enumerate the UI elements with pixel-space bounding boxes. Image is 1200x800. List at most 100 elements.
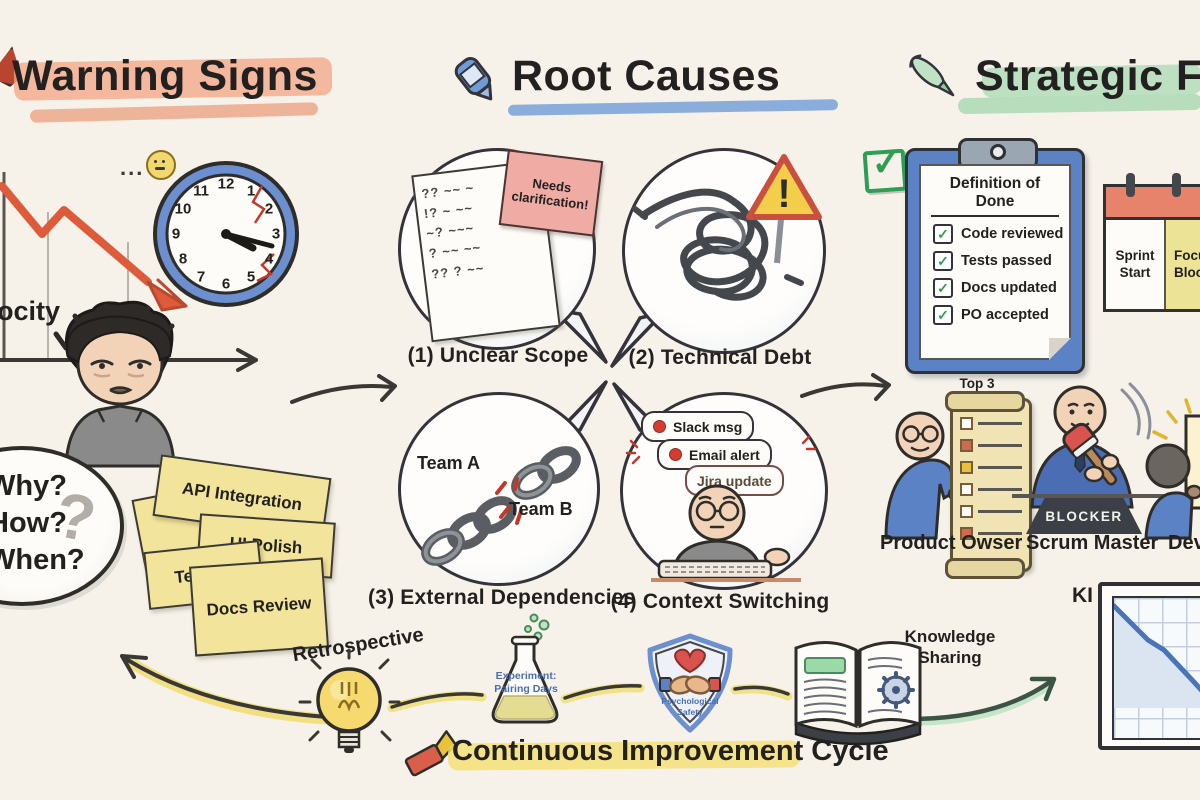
- tangled-knot-icon: [632, 188, 804, 301]
- scroll-row: [960, 417, 1022, 430]
- unclear-scope-bubble: ?? ~~ ~ !? ~ ~~ ~? ~~~ ? ~~ ~~ ?? ? ~~ N…: [398, 148, 604, 350]
- blocker-wedge: BLOCKER: [1026, 498, 1142, 534]
- developer-at-keyboard: [651, 484, 801, 582]
- dod-item: ✓ PO accepted: [933, 305, 1069, 325]
- clock-number: 1: [246, 182, 256, 200]
- clipboard-paper: Definition of Done ✓ Code reviewed ✓ Tes…: [919, 164, 1071, 360]
- clock-number: 3: [271, 225, 281, 243]
- sprint-calendar: Sprint Start Focus Block: [1103, 173, 1200, 312]
- calendar-header: [1106, 187, 1200, 220]
- question-how: How?: [0, 507, 67, 540]
- paper-dogear: [1049, 338, 1071, 360]
- burndown-chart-note: KI: [1072, 584, 1093, 607]
- scroll-row: [960, 439, 1022, 452]
- clock-number: 7: [196, 268, 206, 286]
- scroll-row: [960, 527, 1022, 540]
- blue-pen-icon: [448, 52, 504, 108]
- thought-ellipsis: ...: [120, 155, 145, 180]
- clock-number: 8: [178, 250, 188, 268]
- context-switching-bubble: Slack msg Email alert Jira update: [620, 392, 828, 590]
- check-glyph: ✓: [870, 140, 903, 184]
- blocker-label: BLOCKER: [1045, 508, 1123, 524]
- tired-emoji-icon: [146, 150, 176, 180]
- team-b-label: Team B: [509, 499, 573, 519]
- warning-exclamation: !: [777, 172, 790, 216]
- scroll-row: [960, 461, 1022, 474]
- notification-label: Slack msg: [673, 418, 743, 435]
- technical-debt-bubble: !: [622, 148, 826, 354]
- psychological-safety-label: Psychological Safety: [661, 696, 719, 718]
- clock-number: 10: [174, 200, 192, 218]
- notification-sparks: [625, 435, 817, 465]
- lightbulb-icon: [298, 648, 401, 762]
- causes-to-fixes-arrow: [800, 373, 891, 401]
- dod-item: ✓ Code reviewed: [933, 224, 1069, 244]
- clock-number: 12: [217, 175, 235, 193]
- warning-signs-title: Warning Signs: [12, 52, 318, 100]
- dod-item-label: PO accepted: [961, 307, 1049, 323]
- red-dot-icon: [653, 420, 666, 433]
- scroll-row: [960, 505, 1022, 518]
- team-a-label: Team A: [417, 453, 481, 473]
- burndown-chart: [1098, 582, 1200, 750]
- dod-item-label: Tests passed: [961, 253, 1052, 269]
- velocity-label: Velocity: [0, 296, 61, 326]
- dod-item: ✓ Tests passed: [933, 251, 1069, 271]
- warning-triangle-icon: !: [746, 154, 822, 264]
- warning-to-causes-arrow: [290, 374, 397, 404]
- green-checkbox-icon: ✓: [862, 141, 908, 194]
- unclear-scope-caption: (1) Unclear Scope: [407, 344, 589, 367]
- context-switching-caption: (4) Context Switching: [610, 590, 830, 613]
- burndown-line: [1114, 603, 1200, 708]
- checked-checkbox-icon: ✓: [933, 278, 953, 298]
- clock-number: 9: [171, 225, 181, 243]
- technical-debt-caption: (2) Technical Debt: [628, 346, 812, 369]
- dod-title: Definition of Done: [931, 175, 1059, 217]
- broken-chain-icon: [421, 446, 581, 566]
- psychological-safety-shield-icon: Psychological Safety: [644, 632, 736, 734]
- experiment-label: Experiment: Pairing Days: [494, 670, 558, 696]
- dev-figure: [1144, 398, 1200, 540]
- notification-label: Jira update: [697, 472, 772, 489]
- clock-number: 6: [221, 275, 231, 293]
- needs-clarification-note: Needs clarification!: [498, 149, 604, 237]
- desk-line: [1012, 494, 1200, 498]
- checked-checkbox-icon: ✓: [933, 224, 953, 244]
- dod-item-label: Code reviewed: [961, 226, 1064, 242]
- question-when: When?: [0, 544, 85, 577]
- knowledge-sharing-label: Knowledge Sharing: [904, 627, 996, 668]
- question-why: Why?: [0, 470, 67, 502]
- question-bubble: ? Why? How? When?: [0, 446, 124, 606]
- checked-checkbox-icon: ✓: [933, 251, 953, 271]
- dod-item-label: Docs updated: [961, 280, 1057, 296]
- dod-item: ✓ Docs updated: [933, 278, 1069, 298]
- warning-highlight-2: [29, 102, 319, 123]
- deadline-clock: 12 1 2 3 4 5 6 7 8 9 10 11: [150, 158, 302, 310]
- knowledge-book-icon: [788, 628, 928, 753]
- experiment-flask-icon: Experiment: Pairing Days: [482, 612, 568, 734]
- clock-number: 11: [193, 182, 209, 200]
- tired-developer-figure: [48, 298, 193, 468]
- calendar-col-sprint-start: Sprint Start: [1106, 220, 1166, 309]
- root-underline: [507, 99, 839, 116]
- strategic-fixes-title: Strategic Fixes: [975, 52, 1200, 100]
- scrum-master-label: Scrum Master: [1026, 532, 1159, 554]
- red-dot-icon: [669, 448, 682, 461]
- calendar-col-focus-block: Focus Block: [1166, 220, 1200, 309]
- external-deps-bubble: Team A Team B: [398, 392, 600, 586]
- scroll-row: [960, 483, 1022, 496]
- checked-checkbox-icon: ✓: [933, 305, 953, 325]
- scrum-master-figure: [1022, 382, 1152, 509]
- clock-number: 5: [246, 268, 256, 286]
- clock-number: 2: [264, 200, 274, 218]
- calendar-ring: [1172, 173, 1181, 197]
- green-pen-icon: [900, 44, 966, 110]
- clock-number: 4: [264, 250, 274, 268]
- notification-label: Email alert: [689, 446, 760, 463]
- dev-label: Dev: [1168, 532, 1200, 554]
- calendar-ring: [1126, 173, 1135, 197]
- product-owner-label: Product Owser: [880, 532, 1023, 554]
- knowledge-to-chart-arrow: [915, 676, 1057, 726]
- external-deps-caption: (3) External Dependencies: [368, 586, 636, 609]
